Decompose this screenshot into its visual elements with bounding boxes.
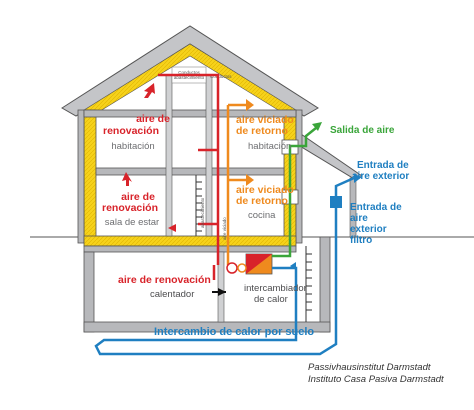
outdoor-inlet-arrow: [290, 262, 296, 270]
label-habitacion-right: habitación: [248, 141, 291, 152]
duct-box-label-3: Conductos: [210, 74, 232, 79]
house-walls: [77, 74, 357, 333]
duct-red-tag: abastecimiento: [200, 197, 205, 228]
label-intercambiador-1: intercambiador: [244, 283, 307, 294]
label-entrada-exterior-1: Entrada de: [357, 160, 409, 171]
label-viciado-1a: aire viciado: [236, 114, 294, 126]
label-renovacion-basement: aire de renovación: [118, 274, 211, 286]
label-viciado-2b: de retorno: [236, 195, 288, 207]
label-entrada-filtro-1: Entrada de: [350, 202, 402, 213]
label-entrada-filtro-3: exterior: [350, 224, 387, 235]
exhaust-air-ducts: [226, 103, 246, 265]
outdoor-air-duct: [94, 176, 355, 356]
label-intercambiador-2: de calor: [254, 294, 288, 305]
label-viciado-2a: aire viciado: [236, 184, 294, 196]
label-intercambio-suelo: Intercambio de calor por suelo: [154, 326, 314, 338]
label-entrada-filtro-4: filtro: [350, 235, 372, 246]
label-sala-estar: sala de estar: [105, 217, 159, 228]
duct-box-label-2: abastecimiento: [174, 75, 205, 80]
supply-arrow-bedroom: [122, 172, 132, 186]
outdoor-arrow: [354, 174, 362, 183]
exhaust-arrow-kitchen: [246, 174, 254, 186]
supply-air-ducts: [158, 73, 220, 280]
label-cocina: cocina: [248, 210, 276, 221]
supply-arrow-living: [168, 224, 176, 232]
duct-box-label-1: Conductos: [178, 70, 200, 75]
heat-exchanger: [226, 253, 273, 275]
credit-line-2: Instituto Casa Pasiva Darmstadt: [308, 374, 444, 385]
label-calentador: calentador: [150, 289, 194, 300]
credit-line-1: Passivhausinstitut Darmstadt: [308, 362, 431, 373]
label-renovacion-2a: aire de: [121, 191, 155, 203]
label-renovacion-1a: aire de: [136, 113, 170, 125]
outgoing-arrow: [312, 122, 322, 131]
supply-arrows: [122, 83, 176, 232]
label-habitacion-left: habitación: [111, 141, 154, 152]
label-salida-aire: Salida de aire: [330, 125, 395, 136]
supply-arrow-attic: [144, 83, 155, 98]
exhaust-arrows: [246, 99, 254, 186]
label-entrada-filtro-2: aire: [350, 213, 368, 224]
duct-orange-tag: aire viciado: [222, 217, 227, 240]
label-entrada-exterior-2: aire exterior: [352, 171, 409, 182]
label-viciado-1b: de retorno: [236, 125, 288, 137]
label-renovacion-2b: renovación: [102, 202, 158, 214]
exhaust-arrow-upper: [246, 99, 254, 111]
label-renovacion-1b: renovación: [103, 125, 159, 137]
roof: [61, 25, 363, 181]
outgoing-air-duct: [272, 127, 317, 258]
filter-box: [330, 196, 342, 208]
